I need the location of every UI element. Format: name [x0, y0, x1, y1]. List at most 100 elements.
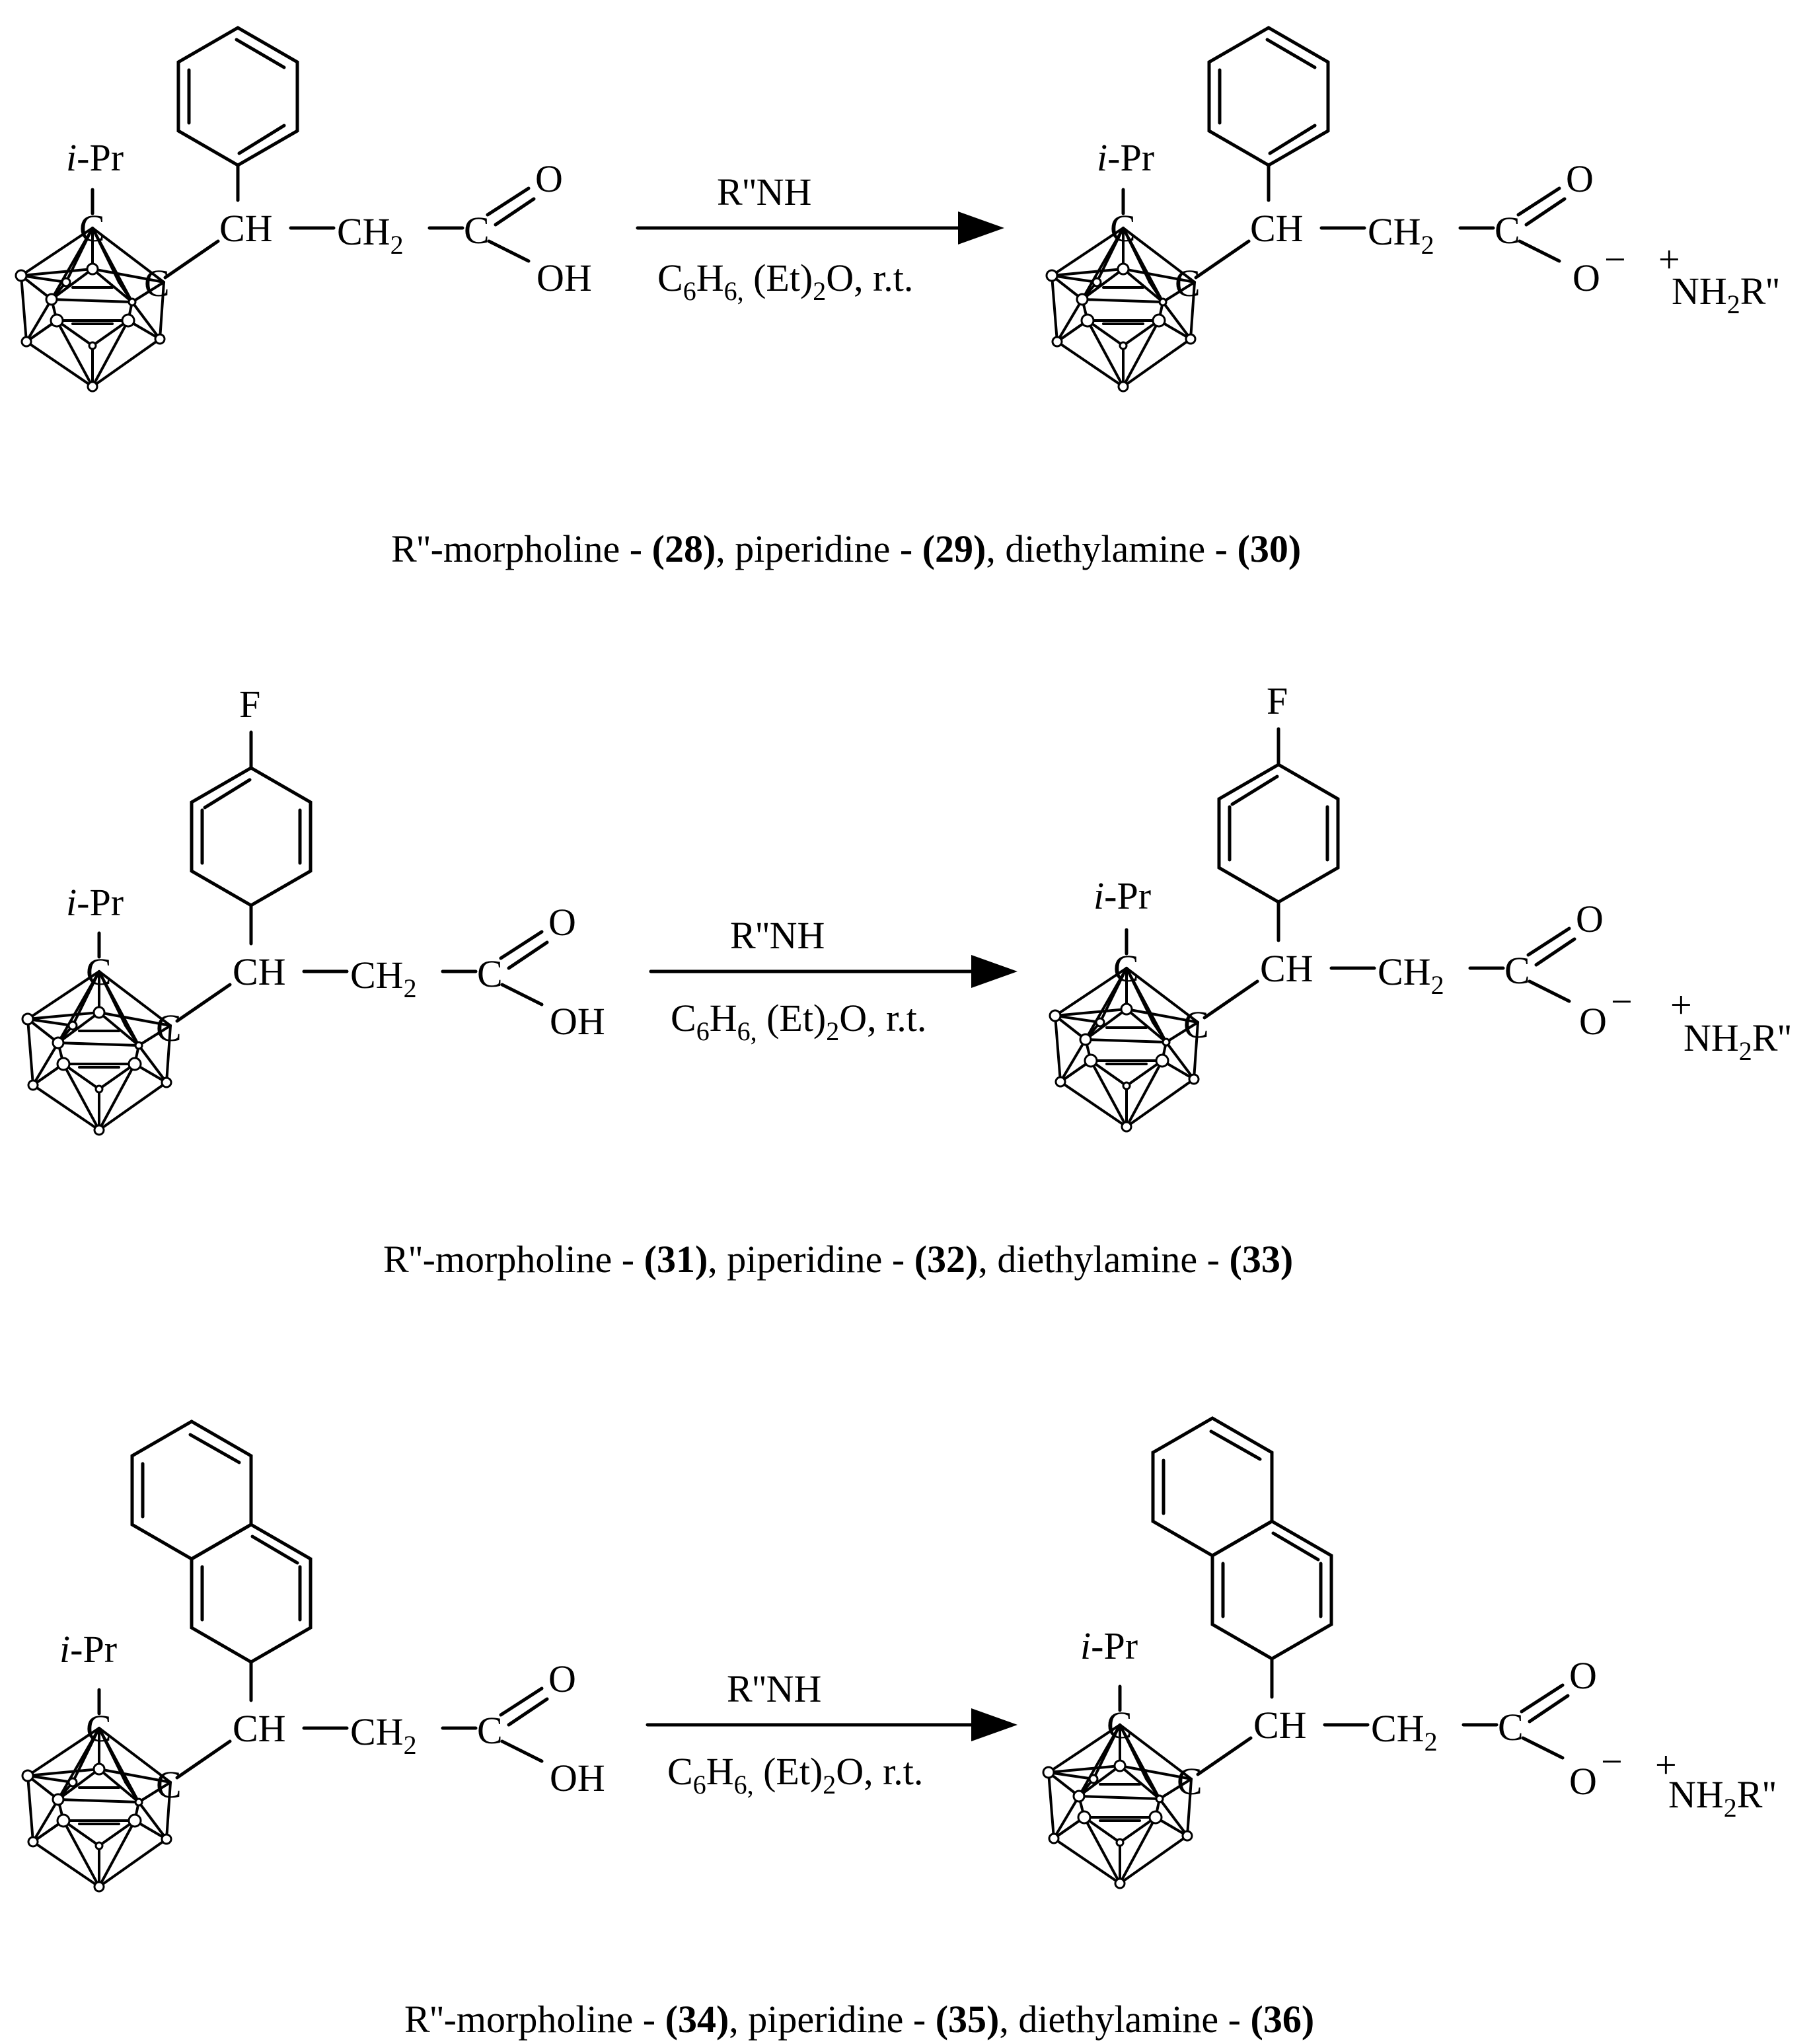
ch2-sub: 2: [1424, 1727, 1438, 1757]
solvent-c-sub: 6: [696, 1016, 710, 1046]
solvent-ether: (Et): [744, 256, 813, 299]
svg-text:CH2: CH2: [350, 1710, 417, 1760]
solvent-ether-sub: 2: [823, 1770, 836, 1799]
minus-charge: −: [1611, 980, 1633, 1023]
cage-carbon-2: C: [1177, 1760, 1202, 1803]
solvent-h: H: [696, 256, 724, 299]
svg-text:i-Pr: i-Pr: [1080, 1624, 1138, 1667]
solvent-c-sub: 6: [683, 276, 696, 306]
ch-group: CH: [1253, 1704, 1307, 1747]
carbonyl-carbon: C: [477, 952, 503, 995]
ipr-italic: i: [59, 1628, 70, 1671]
ch-group: CH: [233, 950, 286, 993]
ch2-main: CH: [1368, 210, 1421, 253]
cage-carbon-1: C: [79, 207, 105, 250]
svg-text:C6H6, (Et)2O, r.t.: C6H6, (Et)2O, r.t.: [657, 256, 913, 306]
ipr-rest: -Pr: [1104, 874, 1151, 917]
cage-carbon-2: C: [1183, 1003, 1209, 1046]
solvent-h-sub: 6,: [724, 276, 744, 306]
ipr-rest: -Pr: [1091, 1624, 1138, 1667]
svg-text:CH2: CH2: [1378, 950, 1444, 1000]
carbonyl-oxygen: O: [548, 1657, 576, 1700]
ammonium-sub: 2: [1727, 289, 1740, 319]
svg-text:i-Pr: i-Pr: [1093, 874, 1151, 917]
hydroxyl: OH: [550, 1000, 605, 1043]
carbonyl-carbon: C: [477, 1709, 503, 1752]
scheme-row-3: i-Pr C C CH CH2 C O OH R''NH C6H6, (Et)2…: [22, 1418, 1776, 2041]
ipr-italic: i: [66, 881, 77, 924]
ch-group: CH: [219, 207, 273, 250]
reagent-amine: R''NH: [717, 170, 811, 213]
solvent-ether-sub: 2: [813, 276, 826, 306]
cage-carbon-2: C: [156, 1763, 182, 1806]
carbonyl-oxygen: O: [1569, 1654, 1597, 1697]
ipr-rest: -Pr: [1107, 136, 1154, 179]
minus-charge: −: [1601, 1740, 1623, 1783]
carbonyl-carbon: C: [1495, 209, 1520, 252]
caption-row-1: R''-morpholine - (28), piperidine - (29)…: [391, 527, 1301, 570]
svg-text:CH2: CH2: [1371, 1707, 1438, 1757]
product-molecule: [1047, 28, 1567, 391]
solvent-ether: (Et): [757, 997, 827, 1040]
ch-group: CH: [1260, 947, 1314, 990]
solvent-c: C: [657, 256, 683, 299]
solvent-conditions: O, r.t.: [826, 256, 913, 299]
hydroxyl: OH: [550, 1757, 605, 1799]
ch2-sub: 2: [390, 230, 404, 260]
ammonium-r: R'': [1737, 1773, 1777, 1816]
ch2-sub: 2: [1431, 970, 1444, 1000]
carboxylate-oxygen: O: [1572, 256, 1600, 299]
carboxylate-oxygen: O: [1569, 1760, 1597, 1803]
plus-charge: +: [1658, 238, 1680, 281]
product-molecule: [1050, 729, 1576, 1131]
fluorine: F: [1267, 679, 1288, 722]
cage-carbon-2: C: [1175, 262, 1201, 305]
ammonium-nh: NH: [1668, 1773, 1724, 1816]
ipr-rest: -Pr: [70, 1628, 117, 1671]
minus-charge: −: [1604, 238, 1626, 281]
svg-text:CH2: CH2: [350, 954, 417, 1003]
reactant-molecule: [16, 28, 536, 391]
solvent-c: C: [667, 1750, 693, 1793]
ch2-sub: 2: [1421, 230, 1434, 260]
ch2-main: CH: [1378, 950, 1431, 993]
carbonyl-oxygen: O: [548, 901, 576, 944]
scheme-row-2: F i-Pr C C CH CH2 C O OH R''NH C6H6, (Et…: [22, 679, 1791, 1281]
svg-text:i-Pr: i-Pr: [1097, 136, 1154, 179]
carbonyl-carbon: C: [1504, 949, 1530, 992]
ipr-italic: i: [1093, 874, 1104, 917]
ch2-sub: 2: [404, 973, 417, 1003]
reagent-amine: R''NH: [730, 914, 825, 957]
ammonium-r: R'': [1752, 1016, 1792, 1059]
reactant-molecule: [22, 732, 549, 1135]
carbonyl-oxygen: O: [535, 157, 563, 200]
cage-carbon-1: C: [1110, 207, 1136, 250]
svg-text:i-Pr: i-Pr: [66, 136, 124, 179]
ammonium-nh: NH: [1684, 1016, 1739, 1059]
fluorine: F: [239, 683, 260, 726]
solvent-h: H: [706, 1750, 734, 1793]
ch-group: CH: [233, 1707, 286, 1750]
ammonium-r: R'': [1740, 270, 1780, 313]
ch2-main: CH: [1371, 1707, 1424, 1750]
solvent-h-sub: 6,: [737, 1016, 757, 1046]
solvent-c-sub: 6: [693, 1770, 706, 1799]
cage-carbon-1: C: [86, 950, 112, 993]
solvent-c: C: [671, 997, 696, 1040]
svg-text:C6H6, (Et)2O, r.t.: C6H6, (Et)2O, r.t.: [667, 1750, 923, 1799]
carbonyl-oxygen: O: [1566, 157, 1594, 200]
ammonium-sub: 2: [1724, 1793, 1737, 1823]
reactant-molecule: [22, 1421, 549, 1891]
ch2-main: CH: [350, 954, 404, 997]
caption-row-2: R''-morpholine - (31), piperidine - (32)…: [383, 1238, 1293, 1281]
cage-carbon-2: C: [144, 262, 170, 305]
solvent-h-sub: 6,: [734, 1770, 754, 1799]
ammonium-sub: 2: [1739, 1036, 1752, 1066]
product-molecule: [1043, 1418, 1570, 1888]
svg-text:i-Pr: i-Pr: [59, 1628, 117, 1671]
ch2-main: CH: [337, 210, 390, 253]
svg-text:NH2R'': NH2R'': [1668, 1773, 1776, 1823]
solvent-ether: (Et): [754, 1750, 823, 1793]
svg-text:C6H6, (Et)2O, r.t.: C6H6, (Et)2O, r.t.: [671, 997, 926, 1046]
